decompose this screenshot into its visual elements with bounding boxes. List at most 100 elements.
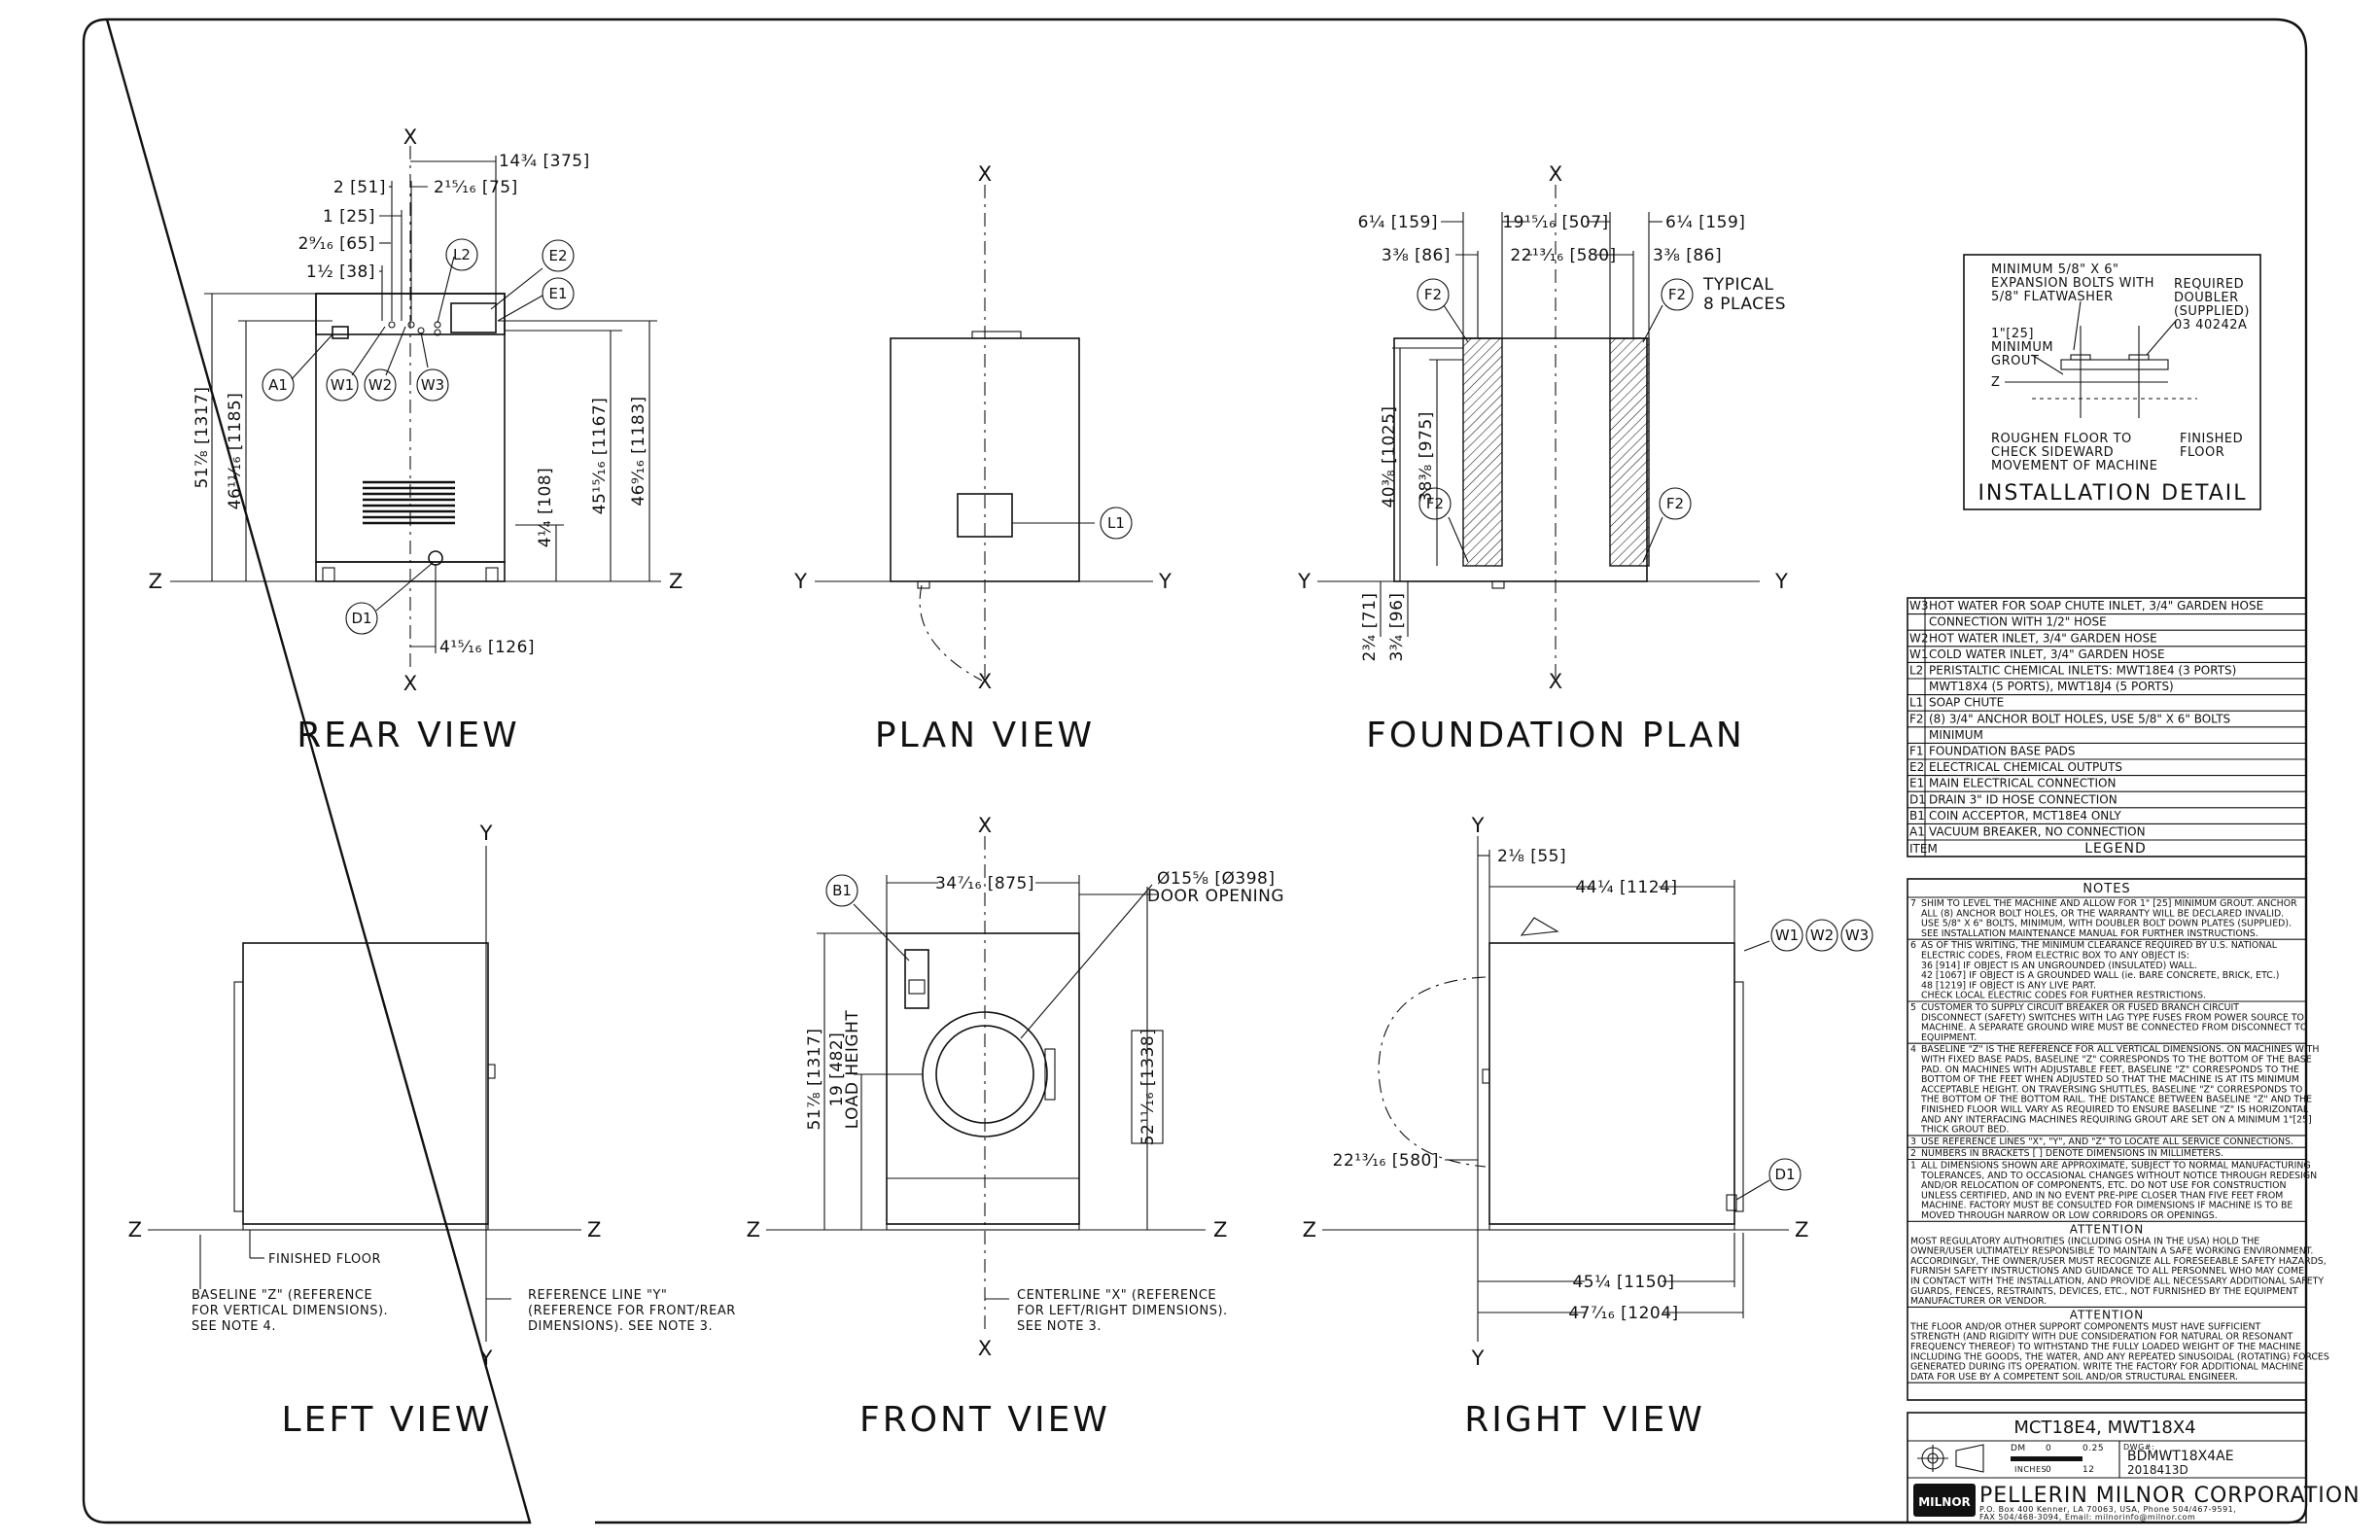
milnor-logo: MILNOR [1913, 1484, 1976, 1517]
legend-item-desc: HOT WATER FOR SOAP CHUTE INLET, 3/4" GAR… [1929, 599, 2263, 612]
fnd-places: 8 PLACES [1703, 295, 1786, 314]
left-base [242, 1223, 489, 1231]
plan-door-swing [919, 584, 983, 682]
bubble-a1: A1 [262, 368, 295, 402]
attention-1-line: FURNISH SAFETY INSTRUCTIONS AND GUIDANCE… [1910, 1266, 2304, 1277]
note-line: FINISHED FLOOR WILL VARY AS REQUIRED TO … [1921, 1104, 2309, 1115]
front-view-title: FRONT VIEW [859, 1400, 1110, 1440]
svg-text:CHECK SIDEWARD: CHECK SIDEWARD [1991, 445, 2114, 460]
attention-2-line: STRENGTH (AND RIGIDITY WITH DUE CONSIDER… [1910, 1332, 2292, 1343]
inlet-l2b [434, 329, 441, 336]
note-number: 5 [1910, 1002, 1916, 1013]
rear-foot-left [322, 567, 335, 582]
bubble-w1: W1 [326, 368, 359, 402]
legend-item-code: B1 [1909, 809, 1925, 822]
door-leader [1020, 884, 1153, 1039]
legend-item-desc: DRAIN 3" ID HOSE CONNECTION [1929, 792, 2118, 806]
fnd-dim-e: 22¹³⁄₁₆ [580] [1510, 246, 1616, 265]
front-dim-h19: 19 [482] [827, 1032, 847, 1107]
note-line: CHECK LOCAL ELECTRIC CODES FOR FURTHER R… [1921, 991, 2206, 1001]
note-number: 7 [1910, 898, 1916, 909]
svg-text:P.O. Box 400 Kenner, LA 70063,: P.O. Box 400 Kenner, LA 70063, USA, Phon… [1979, 1505, 2236, 1514]
rear-dim-2: 2 [51] [333, 178, 386, 197]
legend-item-code: E1 [1909, 777, 1924, 790]
right-drain [1726, 1194, 1737, 1211]
attention-1-line: ACCORDINGLY, THE OWNER/USER MUST RECOGNI… [1910, 1256, 2327, 1267]
fnd-dim-b: 19¹⁵⁄₁₆ [507] [1502, 213, 1608, 232]
plan-x-top: X [978, 162, 992, 186]
fnd-dim-h3: 3¾ [96] [1387, 592, 1407, 661]
legend-item-header: ITEM [1909, 842, 1938, 856]
bubble-e2: E2 [542, 239, 575, 272]
svg-text:MILNOR: MILNOR [1918, 1495, 1971, 1509]
foundation-plan-title: FOUNDATION PLAN [1366, 716, 1745, 755]
front-dim-w34: 34⁷⁄₁₆ [875] [935, 874, 1034, 893]
note-line: ACCEPTABLE HEIGHT. ON TRAVERSING SHUTTLE… [1921, 1084, 2302, 1095]
note-line: AS OF THIS WRITING, THE MINIMUM CLEARANC… [1921, 940, 2278, 951]
note-line: USE REFERENCE LINES "X", "Y", AND "Z" TO… [1921, 1137, 2293, 1147]
svg-text:03 40242A: 03 40242A [2174, 318, 2247, 332]
legend-item-code: A1 [1909, 825, 1925, 839]
b1-leader [853, 903, 910, 962]
bubble-e1: E1 [542, 277, 575, 310]
attention-2-line: THE FLOOR AND/OR OTHER SUPPORT COMPONENT… [1909, 1321, 2261, 1332]
svg-text:0: 0 [2046, 1444, 2051, 1453]
rear-dim-h46a: 46¹¹⁄₁₆ [1185] [226, 393, 245, 510]
note-line: MACHINE. FACTORY MUST BE CONSULTED FOR D… [1921, 1201, 2292, 1211]
legend-item-code: W3 [1909, 599, 1929, 612]
front-view: X X Z Z 34⁷⁄₁₆ [875] Ø15⅝ [Ø398] DOOR OP… [747, 814, 1284, 1440]
right-handle [1482, 1068, 1490, 1084]
svg-text:GROUT: GROUT [1991, 354, 2039, 368]
notes-title: NOTES [2082, 882, 2130, 896]
rear-z-right: Z [669, 570, 682, 593]
front-z-right: Z [1213, 1218, 1227, 1242]
note-line: DISCONNECT (SAFETY) SWITCHES WITH LAG TY… [1921, 1012, 2304, 1023]
rear-dim-2-9: 2⁹⁄₁₆ [65] [298, 234, 375, 254]
fnd-dim-h2: 2¾ [71] [1360, 592, 1380, 661]
left-y-top: Y [479, 822, 493, 845]
note-line: ALL DIMENSIONS SHOWN ARE APPROXIMATE, SU… [1921, 1161, 2311, 1172]
svg-text:DWG#:: DWG#: [2123, 1443, 2154, 1452]
rear-dim-2-15: 2¹⁵⁄₁₆ [75] [434, 178, 518, 197]
pad-left [1462, 337, 1503, 567]
svg-text:W1: W1 [331, 376, 354, 394]
foundation-x-bottom: X [1549, 670, 1562, 693]
fnd-dim-h40: 40⅜ [1025] [1380, 405, 1399, 508]
attention-1-line: MOST REGULATORY AUTHORITIES (INCLUDING O… [1910, 1236, 2259, 1246]
rear-dim-h46b: 46⁹⁄₁₆ [1183] [629, 396, 648, 506]
note-number: 4 [1910, 1044, 1916, 1055]
detail-graphic [2005, 300, 2197, 418]
fnd-typical: TYPICAL [1702, 275, 1774, 295]
attention-1-line: MANUFACTURER OR VENDOR. [1910, 1296, 2047, 1307]
note-line: EQUIPMENT. [1921, 1032, 1977, 1043]
legend-item-code: W1 [1909, 648, 1929, 661]
svg-text:D1: D1 [1774, 1166, 1795, 1183]
bubble-w1-right: W1 [1770, 919, 1803, 952]
svg-text:INSTALLATION DETAIL: INSTALLATION DETAIL [1978, 481, 2247, 506]
note-line: NUMBERS IN BRACKETS [ ] DENOTE DIMENSION… [1921, 1148, 2223, 1159]
attention-1-line: OWNER/USER ULTIMATELY RESPONSIBLE TO MAI… [1910, 1246, 2313, 1257]
bubble-l1: L1 [1100, 507, 1133, 540]
foundation-foot [1491, 580, 1505, 589]
bubble-f2-bl: F2 [1418, 487, 1452, 520]
legend-item-code: L1 [1909, 696, 1923, 710]
attention-2-line: FREQUENCY THEREOF) TO WITHSTAND THE FULL… [1910, 1342, 2301, 1352]
right-view-title: RIGHT VIEW [1464, 1400, 1705, 1440]
foundation-x-top: X [1549, 162, 1562, 186]
baseline-z-note: BASELINE "Z" (REFERENCE FOR VERTICAL DIM… [192, 1235, 388, 1334]
note-line: AND/OR RELOCATION OF COMPONENTS, ETC. DO… [1921, 1180, 2287, 1191]
note-line: SEE INSTALLATION MAINTENANCE MANUAL FOR … [1921, 928, 2258, 939]
svg-text:Z: Z [1991, 375, 2000, 390]
svg-text:FINISHED: FINISHED [2180, 432, 2243, 446]
svg-text:E1: E1 [548, 285, 567, 302]
left-z-right: Z [587, 1218, 601, 1242]
bubble-d1-right: D1 [1768, 1158, 1802, 1191]
legend-item-desc: HOT WATER INLET, 3/4" GARDEN HOSE [1929, 631, 2157, 645]
right-view: Y Y Z Z 2⅛ [55] 44¼ [1124] 22¹³⁄₁₆ [580]… [1303, 814, 1873, 1440]
svg-text:W3: W3 [1845, 927, 1869, 944]
installation-detail: MINIMUM 5/8" X 6" EXPANSION BOLTS WITH 5… [1963, 254, 2261, 510]
plan-top-strip [971, 331, 1022, 339]
attention-1-line: GUARDS, FENCES, RESTRAINTS, DEVICES, ETC… [1910, 1286, 2298, 1297]
svg-text:ROUGHEN FLOOR TO: ROUGHEN FLOOR TO [1991, 432, 2132, 446]
